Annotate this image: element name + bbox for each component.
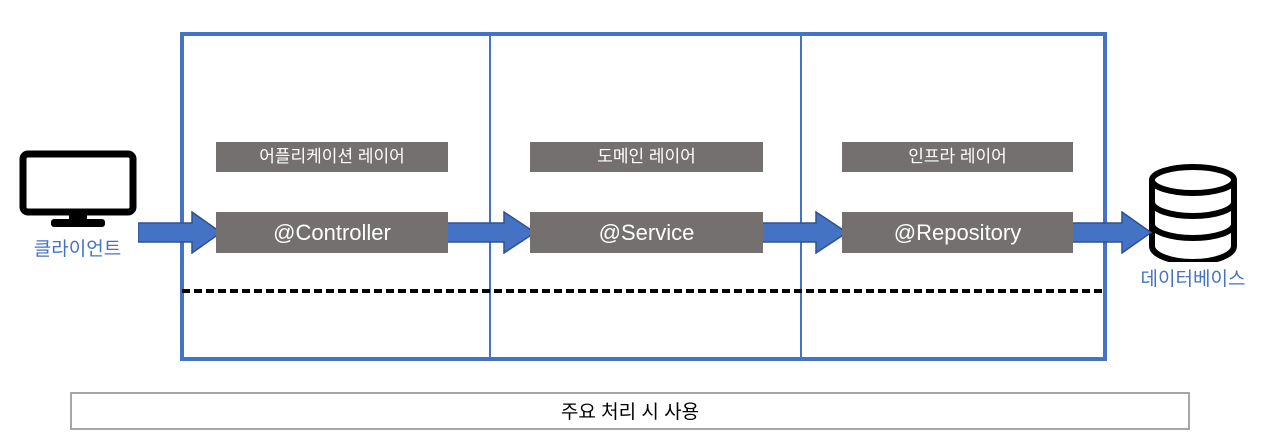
layer-chip-application: 어플리케이션 레이어	[216, 142, 448, 172]
component-box-controller[interactable]: @Controller	[216, 212, 448, 253]
client-label: 클라이언트	[33, 239, 122, 260]
flow-arrow-client-to-controller	[138, 211, 222, 254]
dashed-separator-line	[182, 289, 1102, 293]
usage-caption-bar: 주요 처리 시 사용	[70, 392, 1190, 430]
column-divider-application-domain	[489, 36, 491, 357]
flow-arrow-service-to-repository	[758, 211, 848, 254]
monitor-icon	[19, 150, 136, 227]
column-divider-domain-infra	[800, 36, 802, 357]
component-box-service[interactable]: @Service	[530, 212, 763, 253]
flow-arrow-controller-to-service	[444, 211, 536, 254]
layer-chip-domain: 도메인 레이어	[530, 142, 763, 172]
client-node: 클라이언트	[10, 150, 145, 261]
database-label: 데이터베이스	[1140, 269, 1246, 290]
layer-chip-infra: 인프라 레이어	[842, 142, 1073, 172]
component-box-repository[interactable]: @Repository	[842, 212, 1073, 253]
database-cylinder-icon	[1149, 164, 1237, 262]
layer-frame	[180, 32, 1107, 361]
database-node: 데이터베이스	[1118, 164, 1268, 291]
flow-arrow-repository-to-database	[1068, 211, 1152, 254]
